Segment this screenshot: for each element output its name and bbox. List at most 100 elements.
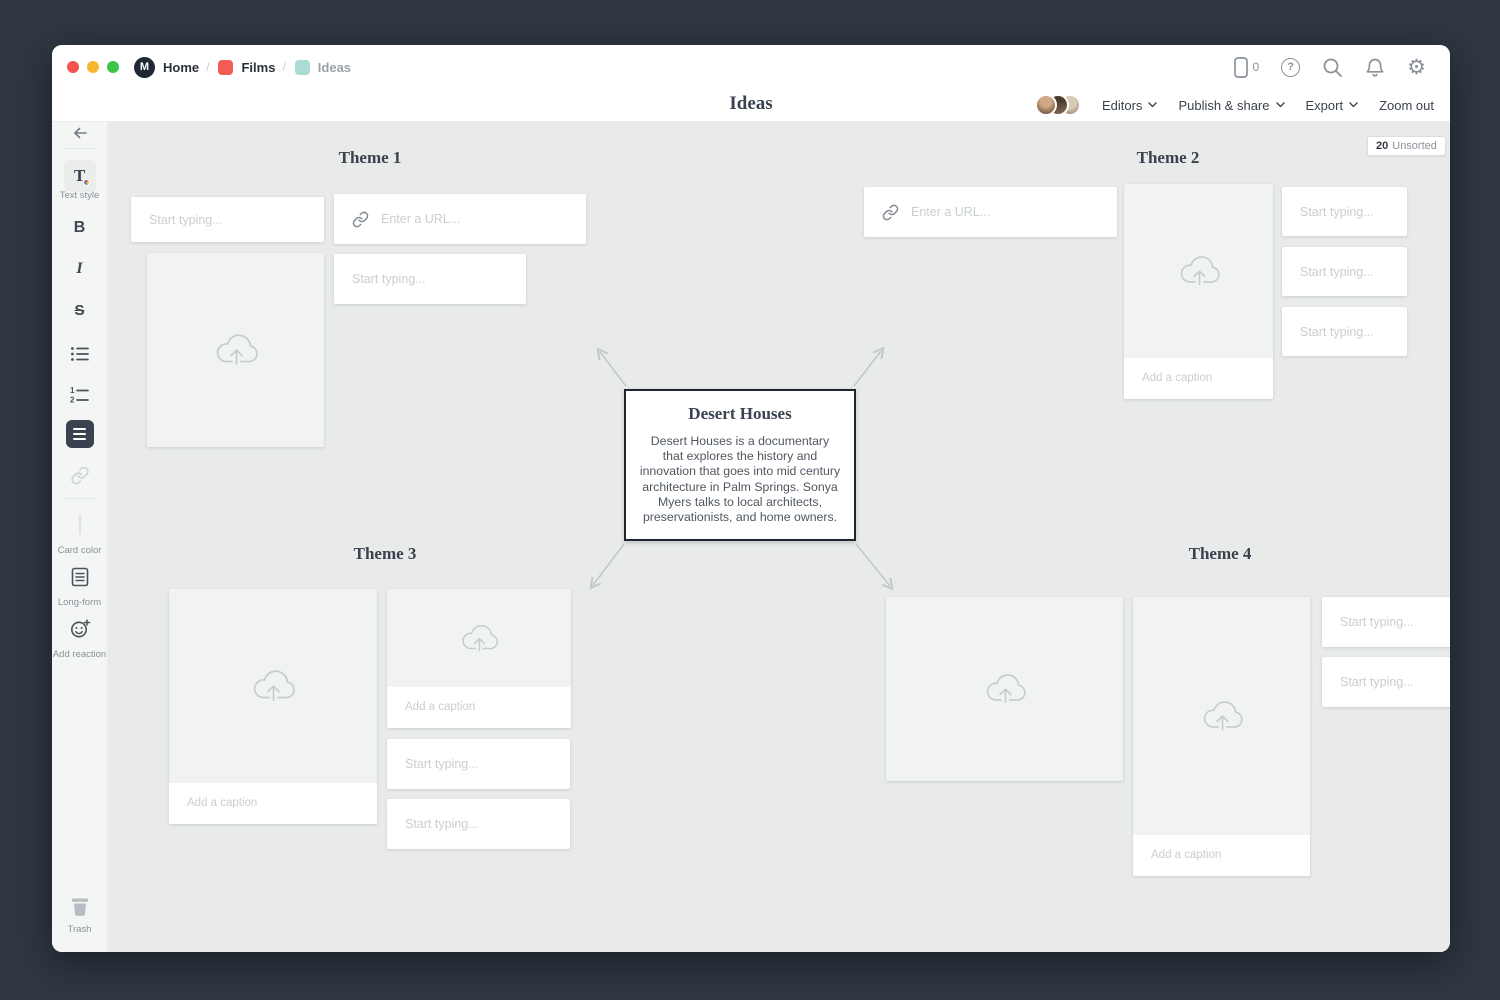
center-note-card[interactable]: Desert Houses Desert Houses is a documen… [624, 389, 856, 541]
text-card[interactable]: Start typing... [387, 739, 570, 789]
upload-cloud-icon [253, 670, 295, 701]
italic-button[interactable]: I [76, 260, 83, 277]
trash-button[interactable] [67, 894, 93, 925]
text-card[interactable]: Start typing... [1282, 247, 1407, 296]
editor-avatars[interactable] [1034, 94, 1081, 116]
placeholder-text: Start typing... [149, 212, 223, 227]
text-card[interactable]: Start typing... [1282, 187, 1407, 236]
placeholder-text: Start typing... [1300, 324, 1374, 339]
image-drop-area[interactable] [886, 597, 1123, 781]
publish-share-menu[interactable]: Publish & share [1178, 97, 1285, 113]
mobile-preview-button[interactable]: 0 [1234, 56, 1259, 78]
editors-menu[interactable]: Editors [1101, 97, 1158, 113]
image-card[interactable] [886, 597, 1123, 781]
note-lines-icon [65, 420, 94, 448]
image-card[interactable]: Add a caption [1124, 184, 1273, 399]
image-card[interactable]: Add a caption [387, 589, 571, 728]
color-swatch-icon [78, 515, 81, 534]
image-card[interactable]: Add a caption [169, 589, 377, 824]
bullet-list-button[interactable] [69, 344, 91, 369]
link-button-disabled[interactable] [70, 466, 89, 490]
editors-label: Editors [1101, 97, 1143, 113]
text-card[interactable]: Start typing... [334, 254, 526, 304]
caption-field[interactable]: Add a caption [387, 687, 571, 728]
placeholder-text: Start typing... [1340, 675, 1414, 689]
caption-field[interactable]: Add a caption [1133, 835, 1310, 876]
search-icon [1323, 58, 1343, 77]
link-icon [882, 204, 899, 220]
image-drop-area[interactable] [1124, 184, 1273, 358]
url-card[interactable]: Enter a URL... [864, 187, 1117, 237]
collapse-sidebar-button[interactable] [72, 126, 88, 145]
divider [62, 498, 97, 499]
card-style-button-selected[interactable] [65, 420, 94, 448]
search-button[interactable] [1322, 57, 1343, 78]
divider [62, 148, 97, 149]
document-icon [71, 567, 88, 587]
app-logo-icon[interactable]: M [134, 56, 155, 78]
image-card[interactable]: Add a caption [1133, 597, 1310, 876]
image-card[interactable] [147, 253, 324, 447]
export-label: Export [1305, 97, 1344, 113]
board-canvas[interactable]: Theme 1 Theme 2 Theme 3 Theme 4 20 Unsor… [108, 122, 1450, 952]
theme-title[interactable]: Theme 1 [338, 148, 402, 167]
add-reaction-button[interactable] [69, 618, 91, 645]
image-drop-area[interactable] [169, 589, 377, 783]
image-drop-area[interactable] [147, 253, 324, 447]
help-icon: ? [1281, 57, 1301, 77]
gear-icon: ⚙ [1407, 55, 1426, 79]
numbered-list-button[interactable]: 1 2 [69, 385, 91, 410]
theme-title[interactable]: Theme 4 [1188, 544, 1252, 563]
bold-button[interactable]: B [73, 219, 86, 236]
notifications-button[interactable] [1365, 57, 1385, 78]
svg-text:1: 1 [70, 386, 75, 395]
image-drop-area[interactable] [387, 589, 571, 687]
theme-title[interactable]: Theme 3 [353, 544, 417, 563]
text-card[interactable]: Start typing... [1282, 307, 1407, 356]
long-form-label: Long-form [57, 597, 102, 608]
long-form-button[interactable] [69, 566, 91, 593]
breadcrumb-home[interactable]: Home [163, 59, 200, 75]
text-style-icon: T [73, 166, 86, 185]
placeholder-text: Enter a URL... [381, 212, 461, 226]
note-body: Desert Houses is a documentary that expl… [639, 434, 841, 525]
phone-icon [1234, 56, 1249, 78]
zoom-out-button[interactable]: Zoom out [1379, 98, 1434, 113]
minimize-window-button[interactable] [87, 61, 99, 73]
titlebar: M Home / Films / Ideas 0 ? [52, 45, 1450, 89]
text-style-button[interactable]: T [63, 160, 96, 192]
ideas-board-chip[interactable] [294, 59, 310, 75]
maximize-window-button[interactable] [107, 61, 119, 73]
placeholder-text: Start typing... [1300, 264, 1374, 279]
image-drop-area[interactable] [1133, 597, 1310, 835]
smiley-plus-icon [70, 619, 90, 638]
placeholder-text: Start typing... [352, 272, 426, 286]
placeholder-text: Start typing... [405, 817, 479, 831]
strikethrough-button[interactable]: S [74, 302, 85, 319]
caption-field[interactable]: Add a caption [1124, 358, 1273, 399]
placeholder-text: Start typing... [405, 757, 479, 771]
url-card[interactable]: Enter a URL... [334, 194, 586, 244]
close-window-button[interactable] [67, 61, 79, 73]
export-menu[interactable]: Export [1306, 98, 1359, 113]
unsorted-badge[interactable]: 20 Unsorted [1367, 136, 1446, 156]
help-button[interactable]: ? [1281, 57, 1301, 77]
board-title: Ideas [729, 93, 773, 114]
films-board-chip[interactable] [218, 59, 234, 75]
card-color-button[interactable] [78, 515, 81, 534]
breadcrumb-separator: / [206, 60, 210, 74]
text-card[interactable]: Start typing... [1322, 597, 1450, 647]
chevron-down-icon [1148, 102, 1158, 108]
settings-button[interactable]: ⚙ [1407, 55, 1426, 79]
text-card[interactable]: Start typing... [387, 799, 570, 849]
breadcrumb-films[interactable]: Films [241, 59, 276, 75]
text-card[interactable]: Start typing... [1322, 657, 1450, 707]
placeholder-text: Add a caption [187, 797, 258, 809]
tools-sidebar: T Text style B I S 1 2 [52, 122, 108, 952]
board-header: Ideas Editors Publish & share Export [52, 89, 1450, 122]
publish-share-label: Publish & share [1178, 97, 1270, 113]
caption-field[interactable]: Add a caption [169, 783, 377, 824]
svg-text:2: 2 [70, 396, 75, 405]
theme-title[interactable]: Theme 2 [1136, 148, 1200, 167]
text-card[interactable]: Start typing... [131, 197, 324, 242]
